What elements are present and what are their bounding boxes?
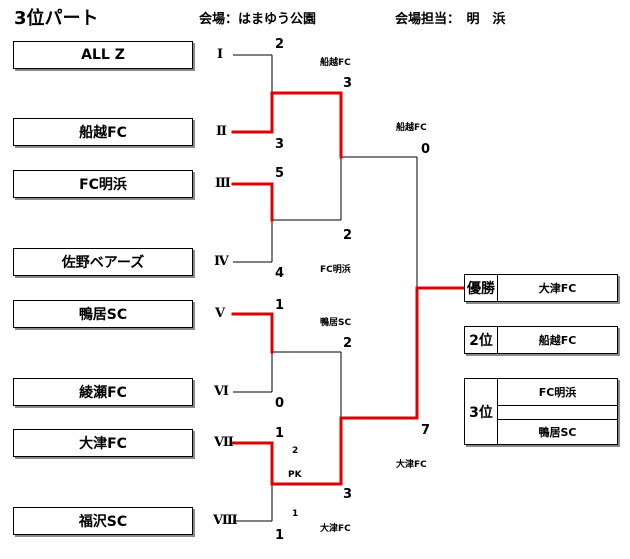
r1m2-score-top: 5 xyxy=(275,166,285,181)
seed-7: Ⅶ xyxy=(214,435,234,450)
r1m2-score-bottom: 4 xyxy=(275,266,285,281)
sf2-score-bottom: 3 xyxy=(343,487,353,502)
seed-2: Ⅱ xyxy=(216,124,227,139)
team-box-7: 大津FC xyxy=(13,429,193,457)
venue-label: 会場：はまゆう公園 xyxy=(199,12,317,27)
r1m1-score-top: 2 xyxy=(275,37,285,52)
r1m1-score-bottom: 3 xyxy=(275,137,285,152)
r1m4-pk-top: 2 xyxy=(292,446,299,456)
seed-4: Ⅳ xyxy=(214,254,229,269)
third-place-team-2: 鴨居SC xyxy=(498,419,617,444)
second-place-box: 2位 船越FC xyxy=(464,326,618,354)
r1m4-pk-bottom: 1 xyxy=(292,509,299,519)
champion-label: 優勝 xyxy=(465,275,498,301)
r1m4-pk-label: PK xyxy=(288,470,302,480)
sf2-score-top: 2 xyxy=(343,336,353,351)
final-score-top: 0 xyxy=(421,142,431,157)
r1m4-score-top: 1 xyxy=(275,426,285,441)
r1m3-score-top: 1 xyxy=(275,298,285,313)
team-box-8: 福沢SC xyxy=(13,507,193,535)
team-box-1: ALL Z xyxy=(13,41,193,69)
team-box-5: 鴨居SC xyxy=(13,300,193,328)
final-team-bottom-label: 大津FC xyxy=(396,460,427,470)
champion-box: 優勝 大津FC xyxy=(464,274,618,302)
team-box-2: 船越FC xyxy=(13,118,193,146)
sf2-winner-bottom-label: 大津FC xyxy=(320,524,351,534)
seed-3: Ⅲ xyxy=(215,176,231,191)
sf1-score-top: 3 xyxy=(343,76,353,91)
second-place-team: 船越FC xyxy=(538,334,577,347)
seed-1: Ⅰ xyxy=(217,47,224,62)
seed-8: Ⅷ xyxy=(213,513,238,528)
champion-team: 大津FC xyxy=(538,282,577,295)
page-title: 3位パート xyxy=(14,8,99,29)
third-place-label: 3位 xyxy=(465,379,498,444)
r1m4-score-bottom: 1 xyxy=(275,528,285,543)
sf1-winner-bottom-label: FC明浜 xyxy=(320,265,351,275)
r1m3-score-bottom: 0 xyxy=(275,396,285,411)
final-score-bottom: 7 xyxy=(421,423,431,438)
third-place-team-1: FC明浜 xyxy=(498,379,617,406)
seed-6: Ⅵ xyxy=(214,384,229,399)
second-place-label: 2位 xyxy=(465,327,498,353)
team-box-6: 綾瀬FC xyxy=(13,378,193,406)
seed-5: Ⅴ xyxy=(215,306,226,321)
sf1-winner-top-label: 船越FC xyxy=(320,58,351,68)
venue-staff-label: 会場担当： 明 浜 xyxy=(395,12,506,27)
team-box-4: 佐野ベアーズ xyxy=(13,248,193,276)
team-box-3: FC明浜 xyxy=(13,170,193,198)
sf2-winner-top-label: 鴨居SC xyxy=(320,318,352,328)
sf1-score-bottom: 2 xyxy=(343,228,353,243)
final-team-top-label: 船越FC xyxy=(396,123,427,133)
third-place-box: 3位 FC明浜 鴨居SC xyxy=(464,378,618,445)
